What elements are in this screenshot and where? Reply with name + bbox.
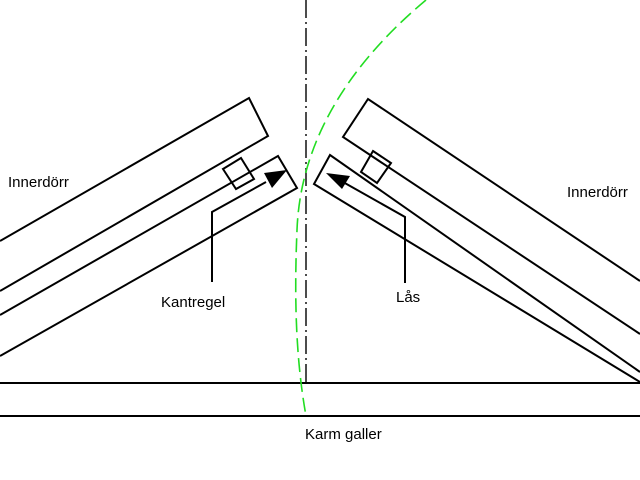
lock-label: Lås: [396, 289, 420, 306]
left-inner-door: [0, 96, 270, 292]
lock-leader-line: [342, 181, 406, 283]
right-inner-door: [341, 97, 640, 335]
frame-grille-label: Karm galler: [305, 426, 382, 443]
inner-door-left-label: Innerdörr: [8, 174, 69, 191]
edge-strip-leader-line: [211, 181, 267, 282]
right-lock-spacer: [359, 149, 393, 185]
door-swing-arc: [294, 0, 427, 417]
left-edge-strip: [0, 154, 299, 357]
edge-strip-label: Kantregel: [161, 294, 225, 311]
right-edge-strip: [312, 153, 640, 383]
edge-strip-arrowhead: [264, 170, 287, 188]
inner-door-right-label: Innerdörr: [567, 184, 628, 201]
lock-arrowhead: [326, 173, 350, 189]
